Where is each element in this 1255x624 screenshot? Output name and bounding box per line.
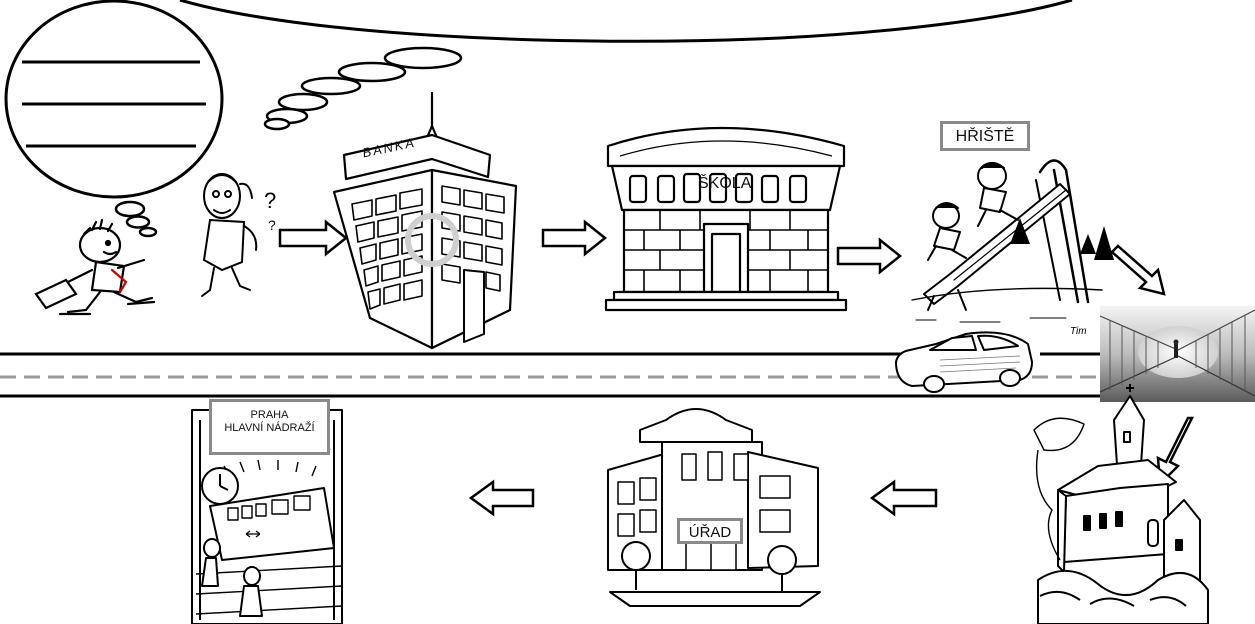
running-boy bbox=[36, 220, 154, 314]
svg-text:?: ? bbox=[268, 217, 276, 233]
svg-text:?: ? bbox=[264, 188, 276, 213]
station-label-line1: PRAHA bbox=[212, 409, 327, 422]
playground-label: HŘIŠTĚ bbox=[956, 128, 1015, 145]
thought-circle bbox=[6, 1, 222, 197]
bridge-photo bbox=[1100, 306, 1255, 402]
car bbox=[896, 332, 1032, 392]
playground-sign: HŘIŠTĚ bbox=[940, 121, 1030, 151]
office-sign: ÚŘAD bbox=[677, 518, 743, 544]
school-label: ŠKOLA bbox=[698, 175, 751, 193]
top-speech-bubble bbox=[180, 0, 1072, 41]
svg-text:Tim: Tim bbox=[1070, 326, 1087, 337]
station-sign: PRAHA HLAVNÍ NÁDRAŽÍ bbox=[209, 399, 330, 455]
station-label-line2: HLAVNÍ NÁDRAŽÍ bbox=[212, 422, 327, 435]
school-building bbox=[606, 128, 846, 310]
confused-man: ? ? bbox=[202, 174, 276, 296]
office-label: ÚŘAD bbox=[689, 524, 732, 541]
office-building bbox=[608, 409, 820, 606]
bank-building bbox=[334, 92, 516, 348]
playground-slide: Tim bbox=[912, 160, 1114, 337]
church bbox=[1034, 384, 1208, 624]
